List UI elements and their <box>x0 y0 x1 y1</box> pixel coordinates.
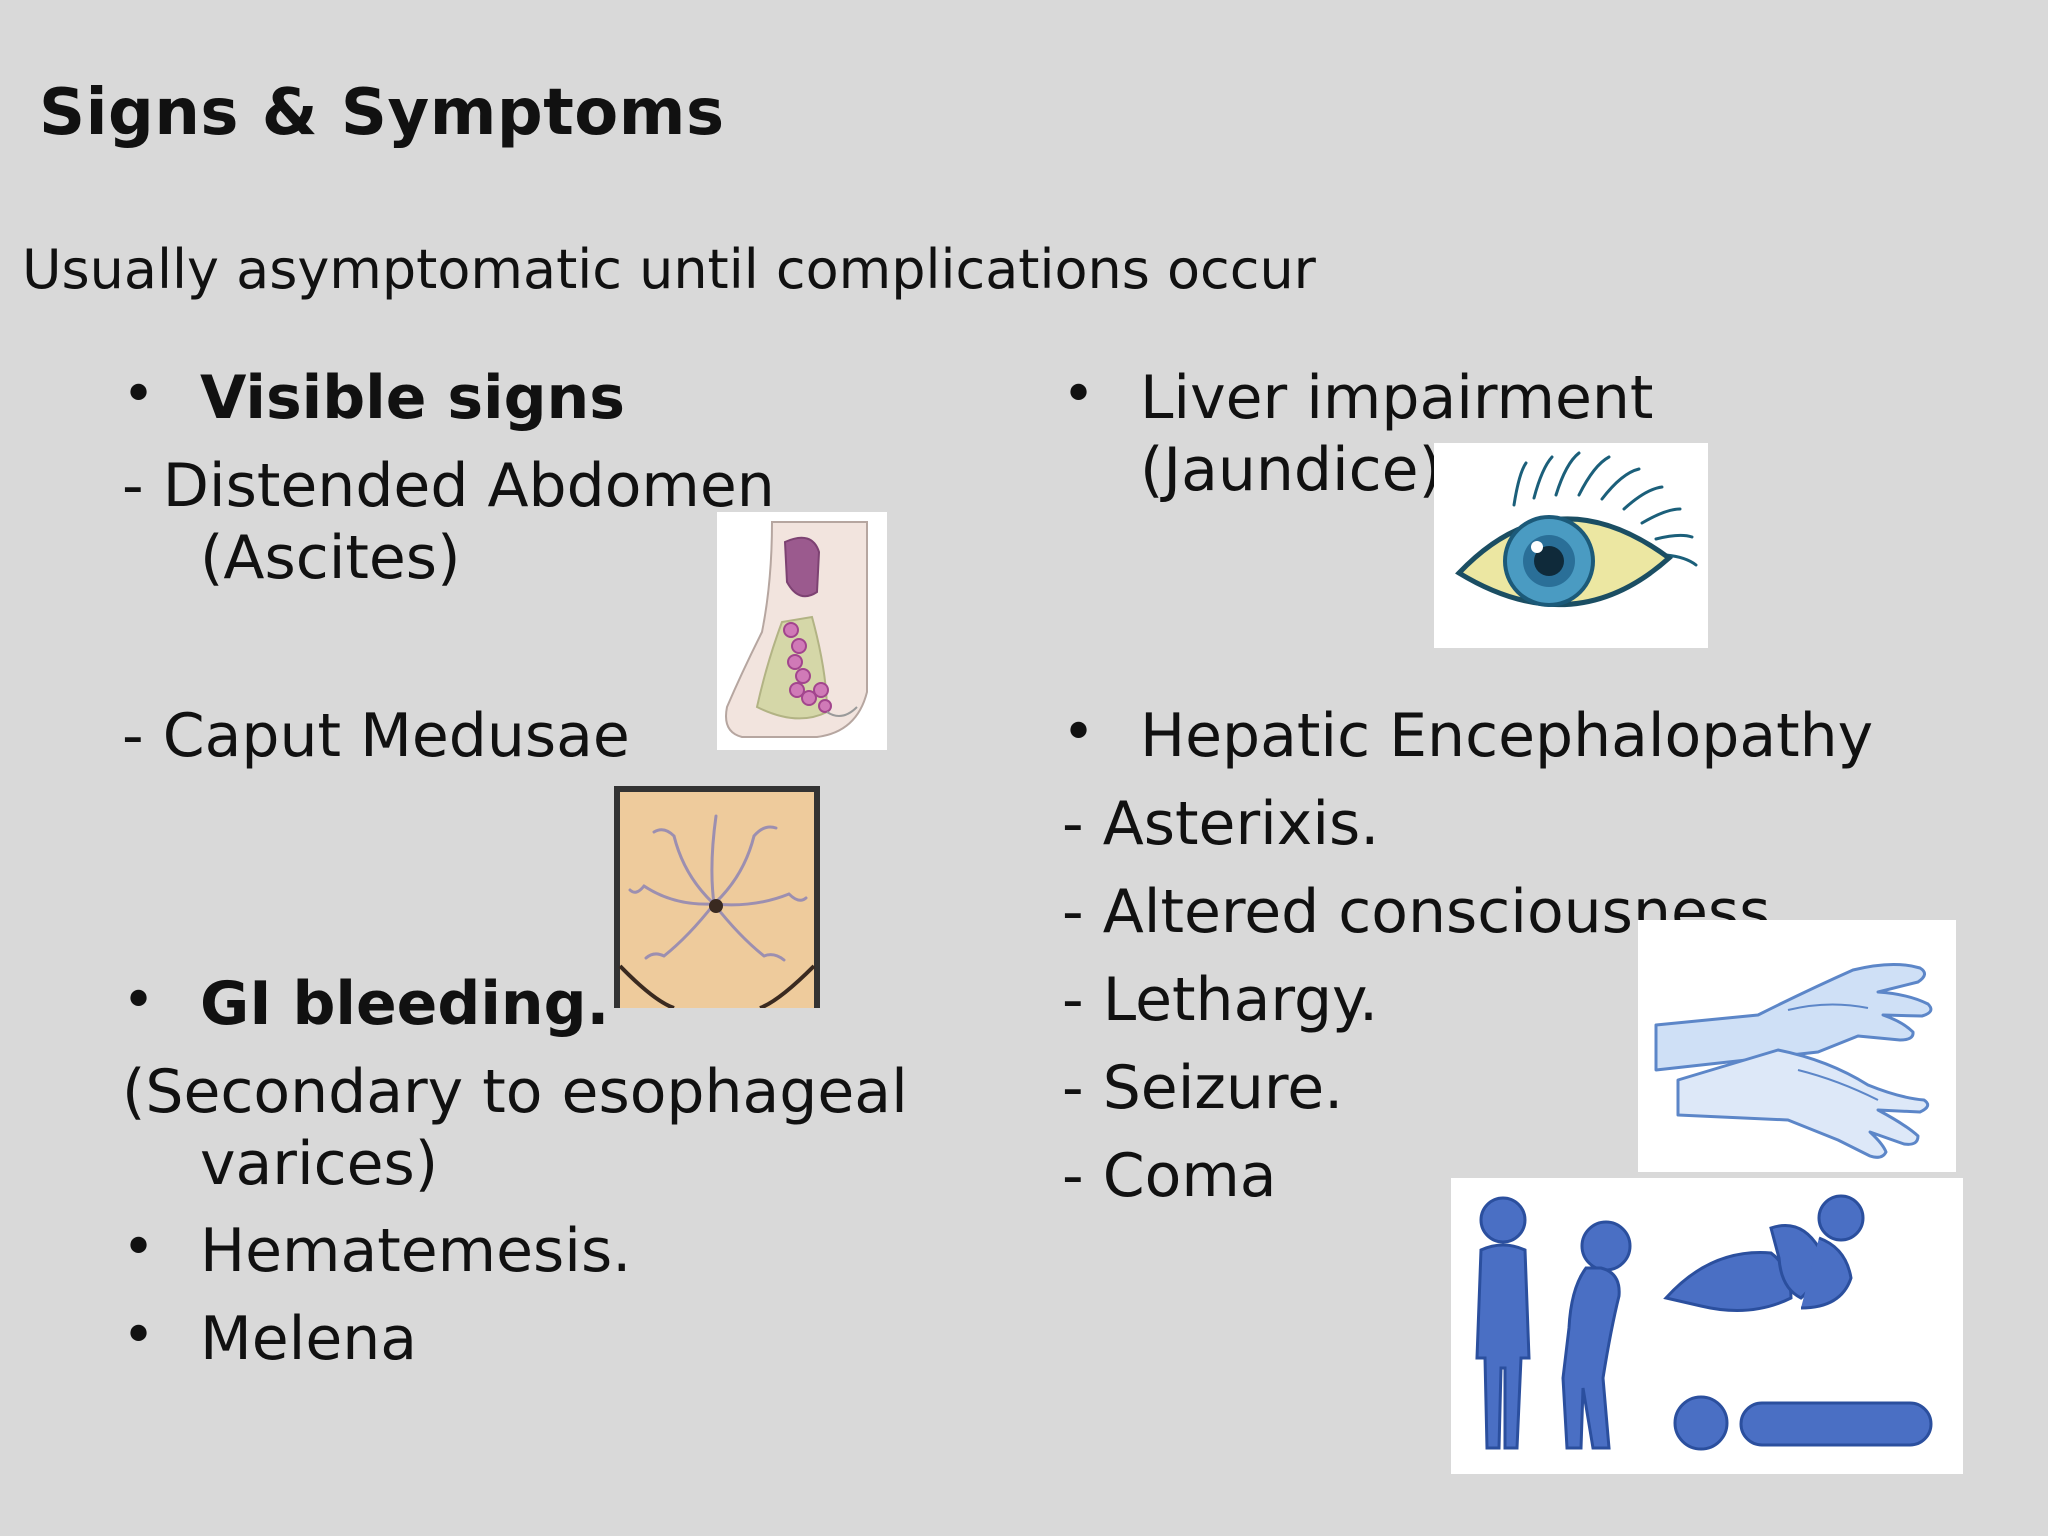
consciousness-stages-figures <box>1451 1178 1963 1474</box>
lethargy-line: - Lethargy. <box>1062 965 1379 1035</box>
distended-abdomen-line: - Distended Abdomen <box>122 451 775 521</box>
caput-medusae-illustration <box>614 786 820 1008</box>
bullet-glyph: • <box>122 362 156 427</box>
hematemesis-line: Hematemesis. <box>200 1216 632 1286</box>
bullet-glyph: • <box>1062 362 1096 427</box>
seizure-line: - Seizure. <box>1062 1053 1344 1123</box>
melena-line: Melena <box>200 1304 418 1374</box>
asterixis-line: - Asterixis. <box>1062 789 1380 859</box>
slide-title: Signs & Symptoms <box>39 76 725 150</box>
varices-line: varices) <box>200 1129 439 1199</box>
ascites-line: (Ascites) <box>200 523 461 593</box>
gi-bleeding-heading: GI bleeding. <box>200 969 610 1039</box>
bullet-glyph: • <box>122 968 156 1033</box>
bullet-glyph: • <box>1062 700 1096 765</box>
liver-impairment-line: Liver impairment <box>1140 363 1654 433</box>
bullet-glyph: • <box>122 1303 156 1368</box>
hepatic-encephalopathy-heading: Hepatic Encephalopathy <box>1140 701 1874 771</box>
visible-signs-heading: Visible signs <box>200 363 625 433</box>
asterixis-hands-illustration <box>1638 920 1956 1172</box>
intro-text: Usually asymptomatic until complications… <box>22 238 1316 301</box>
ascites-illustration <box>717 512 887 750</box>
caput-medusae-line: - Caput Medusae <box>122 701 630 771</box>
jaundice-line: (Jaundice) <box>1140 435 1442 505</box>
jaundiced-eye-illustration <box>1434 443 1708 648</box>
coma-line: - Coma <box>1062 1141 1277 1211</box>
secondary-line: (Secondary to esophageal <box>122 1057 908 1127</box>
bullet-glyph: • <box>122 1215 156 1280</box>
